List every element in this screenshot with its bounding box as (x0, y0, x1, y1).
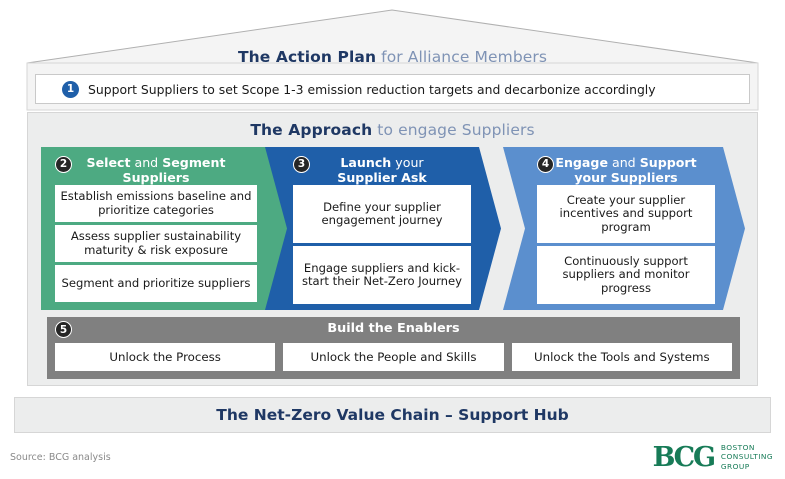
bcg-logo-line-1: BOSTON (720, 443, 755, 452)
bcg-logo-words: BOSTON CONSULTING GROUP (721, 443, 773, 471)
approach-title: The Approach to engage Suppliers (0, 121, 785, 139)
enablers-title-row: 5 Build the Enablers (47, 317, 740, 341)
enabler-box[interactable]: Unlock the Process (55, 343, 276, 371)
step-badge-3: 3 (293, 156, 310, 173)
approach-step-item[interactable]: Establish emissions baseline and priorit… (55, 185, 257, 222)
step-badge-4: 4 (537, 156, 554, 173)
step-badge-2: 2 (55, 156, 72, 173)
action-plan-title: The Action Plan for Alliance Members (0, 48, 785, 66)
approach-step-item[interactable]: Segment and prioritize suppliers (55, 265, 257, 302)
enabler-box[interactable]: Unlock the People and Skills (283, 343, 504, 371)
bcg-wordmark: BCG (652, 441, 716, 473)
approach-step-item[interactable]: Continuously support suppliers and monit… (537, 246, 715, 304)
step-badge-1: 1 (62, 80, 79, 98)
approach-step-item[interactable]: Engage suppliers and kick-start their Ne… (293, 246, 471, 304)
action-plan-text: Support Suppliers to set Scope 1-3 emiss… (88, 81, 656, 97)
source-note: Source: BCG analysis (10, 452, 111, 463)
action-plan-title-strong: The Action Plan (237, 48, 377, 66)
action-plan-title-light: for Alliance Members (376, 48, 548, 66)
bcg-logo: BCG BOSTON CONSULTING GROUP (653, 443, 773, 471)
approach-step-item[interactable]: Create your supplier incentives and supp… (537, 185, 715, 243)
step-badge-5: 5 (55, 321, 72, 338)
bcg-logo-line-2: CONSULTING (720, 452, 773, 462)
enabler-box[interactable]: Unlock the Tools and Systems (511, 343, 732, 371)
approach-step-item[interactable]: Assess supplier sustainability maturity … (55, 225, 257, 262)
foundation-bar: The Net-Zero Value Chain – Support Hub (14, 397, 771, 433)
foundation-text: The Net-Zero Value Chain – Support Hub (216, 406, 569, 424)
approach-title-light: to engage Suppliers (372, 121, 535, 139)
action-plan-row[interactable]: 1 Support Suppliers to set Scope 1-3 emi… (35, 74, 750, 104)
bcg-logo-line-3: GROUP (720, 461, 750, 471)
approach-step-item[interactable]: Define your supplier engagement journey (293, 185, 471, 243)
approach-title-strong: The Approach (250, 121, 373, 139)
enablers-title-text: Build the Enablers (327, 321, 460, 336)
